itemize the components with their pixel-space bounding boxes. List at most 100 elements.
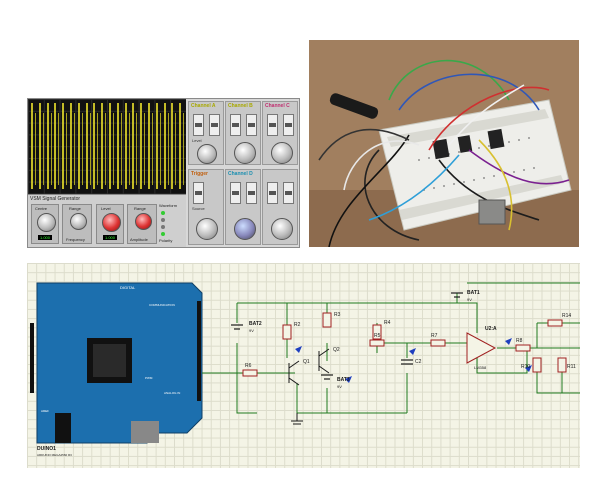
channel-a-level-slider[interactable] xyxy=(193,114,204,136)
channel-c-gain-knob[interactable] xyxy=(271,142,293,164)
frequency-range-box: Range Frequency xyxy=(62,204,92,244)
range2-label: Range xyxy=(134,206,146,211)
trigger-knob[interactable] xyxy=(196,218,218,240)
frequency-display: 1.000 xyxy=(38,235,52,240)
channel-a-panel: Channel A Level xyxy=(188,101,224,165)
scope-trace-line xyxy=(140,103,143,189)
ic-chip-3 xyxy=(487,128,505,150)
amplitude-level-knob[interactable] xyxy=(102,213,121,232)
waveform-led-triangle[interactable] xyxy=(161,218,165,222)
scope-trace-line xyxy=(93,103,96,189)
channel-c-panel: Channel C xyxy=(262,101,298,165)
bat2-label: BAT2 xyxy=(249,321,262,327)
scope-trace-line xyxy=(144,113,146,185)
frequency-centre-knob[interactable] xyxy=(37,213,56,232)
channel-b-coupling-slider[interactable] xyxy=(246,114,257,136)
ground-symbol xyxy=(291,413,303,425)
r7-label: R7 xyxy=(431,333,438,339)
r5-label: R5 xyxy=(374,333,381,339)
board-aref-label: AREF xyxy=(41,409,50,413)
scope-trace-line xyxy=(175,113,177,185)
amplitude-display: 1.000 xyxy=(103,235,117,240)
bat1-label: BAT1 xyxy=(467,290,480,296)
channel-d-level-slider[interactable] xyxy=(230,182,241,204)
scope-trace-line xyxy=(85,103,88,189)
polarity-label: Polarity xyxy=(159,238,173,243)
q1-label: Q1 xyxy=(303,359,310,365)
channel-c-coupling-slider[interactable] xyxy=(283,114,294,136)
bat3-label: BAT3 xyxy=(337,377,350,383)
channel-b-gain-knob[interactable] xyxy=(234,142,256,164)
channel-c-title: Channel C xyxy=(265,103,290,109)
scope-trace-line xyxy=(159,113,161,185)
c2-label: C2 xyxy=(415,359,422,365)
connector-block xyxy=(478,199,506,225)
channel-d-coupling-slider[interactable] xyxy=(246,182,257,204)
timebase-slider[interactable] xyxy=(267,182,278,204)
scope-trace-line xyxy=(81,113,83,185)
amplitude-range-box: Range Amplitude xyxy=(127,204,157,244)
trigger-source-label: Source xyxy=(192,206,205,211)
scope-trace-line xyxy=(38,103,41,189)
channel-b-level-slider[interactable] xyxy=(230,114,241,136)
r10-label: R10 xyxy=(521,364,531,370)
r2-label: R2 xyxy=(294,322,301,328)
centre-box: Centre 1.000 xyxy=(31,204,59,244)
circuit-schematic: DIGITAL COMMUNICATION PWM AREF ANALOG IN… xyxy=(27,263,580,468)
channel-c-level-slider[interactable] xyxy=(267,114,278,136)
amplitude-label: Amplitude xyxy=(130,237,148,242)
trigger-panel: Trigger Source xyxy=(188,169,224,245)
channel-d-gain-knob[interactable] xyxy=(234,218,256,240)
waveform-led-square[interactable] xyxy=(161,225,165,229)
waveform-led-sine[interactable] xyxy=(161,211,165,215)
amplitude-range-knob[interactable] xyxy=(135,213,152,230)
scope-trace-line xyxy=(50,113,52,185)
scope-trace-line xyxy=(167,113,169,185)
r11-label: R11 xyxy=(567,364,576,370)
scope-screen xyxy=(28,99,186,194)
bat2-voltage: 9V xyxy=(249,328,254,333)
scope-trace-line xyxy=(77,103,80,189)
waveform-label: Waveform xyxy=(159,203,178,208)
bat3-voltage: 9V xyxy=(337,384,342,389)
scope-trace-line xyxy=(105,113,107,185)
frequency-range-knob[interactable] xyxy=(70,213,87,230)
scope-controls: Channel A Level Channel B Channel C Trig… xyxy=(186,99,299,247)
scope-trace-line xyxy=(128,113,130,185)
scope-trace-line xyxy=(73,113,75,185)
timebase-panel xyxy=(262,169,298,245)
centre-label: Centre xyxy=(35,206,48,211)
oscilloscope-window: Channel A Level Channel B Channel C Trig… xyxy=(27,98,300,248)
lm358-label: LM358 xyxy=(474,365,487,370)
scope-trace-line xyxy=(89,113,91,185)
arduino-mcu-core xyxy=(93,344,126,377)
scope-trace-line xyxy=(148,103,150,189)
scope-trace-line xyxy=(54,103,57,189)
timebase-mode-slider[interactable] xyxy=(283,182,294,204)
breadboard-photo xyxy=(309,40,579,247)
level-box: Level 1.000 xyxy=(96,204,124,244)
r3-label: R3 xyxy=(334,312,341,318)
scope-probe xyxy=(329,93,379,119)
voltage-probes xyxy=(295,338,532,383)
q2-label: Q2 xyxy=(333,347,340,353)
waveform-selector: Waveform Polarity xyxy=(159,203,184,245)
scope-trace-line xyxy=(42,113,44,185)
channel-a-title: Channel A xyxy=(191,103,216,109)
scope-trace-line xyxy=(62,103,65,189)
channel-b-title: Channel B xyxy=(228,103,253,109)
transistor-symbols xyxy=(288,348,330,386)
timebase-knob[interactable] xyxy=(271,218,293,240)
polarity-led[interactable] xyxy=(161,232,165,236)
channel-a-gain-knob[interactable] xyxy=(197,144,217,164)
scope-trace-line xyxy=(70,103,72,189)
scope-trace-line xyxy=(112,113,114,185)
channel-b-panel: Channel B xyxy=(225,101,261,165)
breadboard-photo-drawing xyxy=(309,40,579,247)
trigger-level-slider[interactable] xyxy=(193,182,204,204)
board-pwm-label: PWM xyxy=(145,376,153,380)
channel-a-coupling-slider[interactable] xyxy=(209,114,220,136)
board-digital-label: DIGITAL xyxy=(120,285,136,290)
arduino-usb-port xyxy=(131,421,159,443)
range-label: Range xyxy=(69,206,81,211)
